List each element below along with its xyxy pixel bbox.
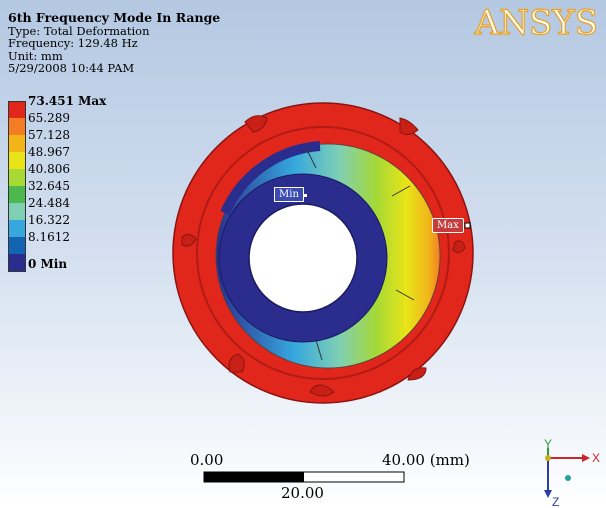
result-type: Type: Total Deformation	[8, 23, 150, 38]
max-probe-marker	[464, 222, 471, 229]
legend-label: 65.289	[28, 111, 70, 125]
x-axis-arrow	[582, 454, 590, 462]
scale-mid-label: 20.00	[281, 484, 324, 502]
scale-bar	[203, 471, 405, 483]
legend-label: 8.1612	[28, 230, 70, 244]
result-datetime: 5/29/2008 10:44 PAM	[8, 61, 135, 75]
legend-swatch	[8, 152, 26, 169]
y-axis-label: Y	[544, 437, 552, 451]
legend-swatch	[8, 186, 26, 203]
legend-swatch	[8, 101, 26, 119]
legend-swatch	[8, 118, 26, 135]
x-axis-label: X	[592, 451, 600, 465]
scale-left-label: 0.00	[190, 451, 224, 469]
result-unit: Unit: mm	[8, 48, 63, 63]
legend-label: 32.645	[28, 179, 70, 193]
result-frequency: Frequency: 129.48 Hz	[8, 36, 138, 50]
legend-label: 40.806	[28, 162, 70, 176]
triad-origin	[545, 455, 551, 461]
legend-label: 73.451 Max	[28, 94, 107, 108]
legend-swatch	[8, 135, 26, 152]
legend-label: 57.128	[28, 128, 70, 142]
legend-label: 0 Min	[28, 257, 68, 271]
legend-swatch	[8, 169, 26, 186]
z-axis-label: Z	[552, 495, 559, 506]
legend-swatch	[8, 254, 26, 272]
svg-text:ANSYS: ANSYS	[474, 4, 598, 40]
z-axis-arrow	[544, 490, 552, 498]
scale-right-label: 40.00 (mm)	[382, 451, 470, 469]
min-probe-label[interactable]: Min	[274, 187, 304, 202]
max-probe-label[interactable]: Max	[432, 218, 464, 233]
hub	[218, 173, 388, 343]
legend-label: 48.967	[28, 145, 70, 159]
legend-swatch	[8, 220, 26, 237]
legend-label: 24.484	[28, 196, 70, 210]
result-title: 6th Frequency Mode In Range	[8, 10, 221, 25]
legend-swatch	[8, 237, 26, 254]
min-probe-marker	[304, 194, 307, 197]
axis-triad[interactable]: X Y Z	[530, 436, 604, 506]
ansys-logo: ANSYS	[473, 4, 599, 40]
result-header: 6th Frequency Mode In Range Type: Total …	[8, 10, 221, 75]
triad-iso-dot	[565, 475, 571, 481]
legend-swatch	[8, 203, 26, 220]
legend-label: 16.322	[28, 213, 70, 227]
